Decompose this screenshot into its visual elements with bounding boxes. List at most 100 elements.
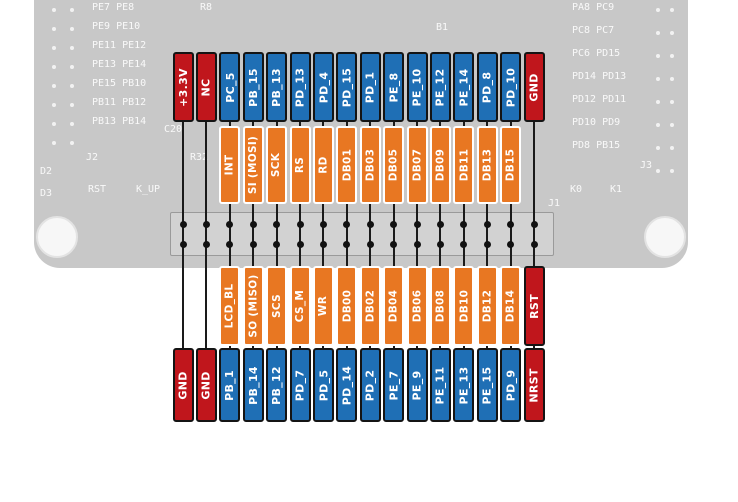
mcu-pin-pb-13: PB_13	[266, 52, 288, 122]
pin-label-text: PD_8	[480, 71, 494, 103]
lcd-signal-rd: RD	[312, 126, 334, 204]
left-header-label: PE13 PE14	[92, 59, 147, 70]
pin-label-text: RST	[527, 293, 541, 319]
pin-label-text: WR	[317, 295, 330, 317]
left-header-label: PE11 PE12	[92, 40, 147, 51]
mcu-pin-pe-12: PE_12	[429, 52, 451, 122]
header-pin-dot	[179, 240, 187, 248]
pin-label-text: PE_11	[433, 366, 447, 404]
wire	[205, 100, 208, 360]
header-pin	[52, 103, 56, 107]
lcd-signal-scs: SCS	[266, 266, 288, 346]
part-label: D2	[40, 166, 53, 177]
lcd-signal-db01: DB01	[336, 126, 358, 204]
header-pin	[70, 27, 74, 31]
mcu-pin-pd-13: PD_13	[289, 52, 311, 122]
pin-label-text: LCD_BL	[223, 283, 236, 329]
part-label: K_UP	[136, 184, 161, 195]
pin-label-text: PB_12	[270, 365, 284, 405]
header-pin	[70, 46, 74, 50]
header-pin-dot	[249, 240, 257, 248]
lcd-signal-int: INT	[219, 126, 241, 204]
lcd-signal-db06: DB06	[406, 266, 428, 346]
mcu-pin-gnd: GND	[195, 348, 217, 422]
lcd-signal-rst: RST	[523, 266, 545, 346]
lcd-signal-db09: DB09	[429, 126, 451, 204]
header-pin	[656, 31, 660, 35]
pin-label-text: DB06	[411, 289, 423, 323]
wire	[275, 100, 278, 360]
pin-label-text: PD_7	[293, 369, 307, 401]
pin-label-text: DB05	[387, 148, 400, 182]
part-label: D3	[40, 188, 53, 199]
wire	[392, 100, 395, 360]
lcd-signal-cs-m: CS_M	[289, 266, 311, 346]
right-header-label: PA8 PC9	[572, 2, 615, 13]
header-pin-dot	[202, 240, 210, 248]
pin-label-text: PD_1	[363, 71, 377, 103]
header-pin-dot	[390, 220, 398, 228]
pin-label-text: PE_13	[457, 366, 471, 404]
connector-header-strip	[170, 212, 554, 256]
mcu-pin-pb-12: PB_12	[266, 348, 288, 422]
left-header-label: PE9 PE10	[92, 21, 141, 32]
pin-label-text: DB07	[411, 148, 423, 182]
mcu-pin-pd-15: PD_15	[336, 52, 358, 122]
pin-label-text: DB15	[504, 148, 517, 182]
pin-label-text: PD_5	[316, 369, 330, 401]
right-header-label: PD8 PB15	[572, 140, 621, 151]
header-pin-dot	[530, 240, 538, 248]
header-pin	[656, 100, 660, 104]
lcd-signal-db08: DB08	[429, 266, 451, 346]
header-pin-dot	[319, 240, 327, 248]
wire	[462, 100, 465, 360]
pin-label-text: PB_13	[270, 67, 284, 107]
header-pin	[70, 84, 74, 88]
header-pin-dot	[273, 220, 281, 228]
pin-label-text: SO (MISO)	[247, 274, 260, 338]
header-pin-dot	[296, 220, 304, 228]
mcu-pin-pb-15: PB_15	[242, 52, 264, 122]
header-pin	[656, 169, 660, 173]
header-pin-dot	[530, 220, 538, 228]
pin-label-text: DB04	[387, 289, 400, 323]
pin-label-text: CS_M	[294, 289, 306, 323]
pin-label-text: DB10	[457, 289, 470, 323]
pin-label-text: PD_13	[293, 67, 307, 107]
header-pin	[670, 54, 674, 58]
header-pin	[670, 31, 674, 35]
mcu-pin-pd-2: PD_2	[359, 348, 381, 422]
pin-label-text: PE_9	[410, 370, 424, 400]
header-pin-dot	[343, 220, 351, 228]
pin-label-text: PE_14	[457, 68, 471, 106]
pin-label-text: SI (MOSI)	[247, 135, 260, 195]
pin-label-text: DB01	[340, 148, 353, 182]
part-label: J3	[640, 160, 653, 171]
wire	[228, 100, 231, 360]
right-header-label: PD10 PD9	[572, 117, 621, 128]
header-pin	[70, 122, 74, 126]
lcd-signal-db15: DB15	[500, 126, 522, 204]
header-pin	[670, 169, 674, 173]
wire	[182, 100, 184, 360]
pin-label-text: GND	[176, 370, 190, 400]
header-pin-dot	[507, 240, 515, 248]
mcu-pin-pd-14: PD_14	[336, 348, 358, 422]
left-header-label: PB13 PB14	[92, 116, 147, 127]
header-pin	[656, 8, 660, 12]
lcd-signal-db02: DB02	[359, 266, 381, 346]
mcu-pin-gnd: GND	[172, 348, 194, 422]
wire	[322, 100, 325, 360]
header-pin-dot	[413, 220, 421, 228]
left-header-label: PB11 PB12	[92, 97, 147, 108]
header-pin-dot	[366, 240, 374, 248]
header-pin-dot	[436, 220, 444, 228]
part-label: J1	[548, 198, 561, 209]
pin-label-text: SCS	[270, 294, 283, 318]
part-label: J2	[86, 152, 99, 163]
pin-label-text: PD_10	[504, 67, 518, 107]
header-pin	[70, 103, 74, 107]
lcd-signal-lcd-bl: LCD_BL	[219, 266, 241, 346]
mount-hole-right	[644, 216, 686, 258]
